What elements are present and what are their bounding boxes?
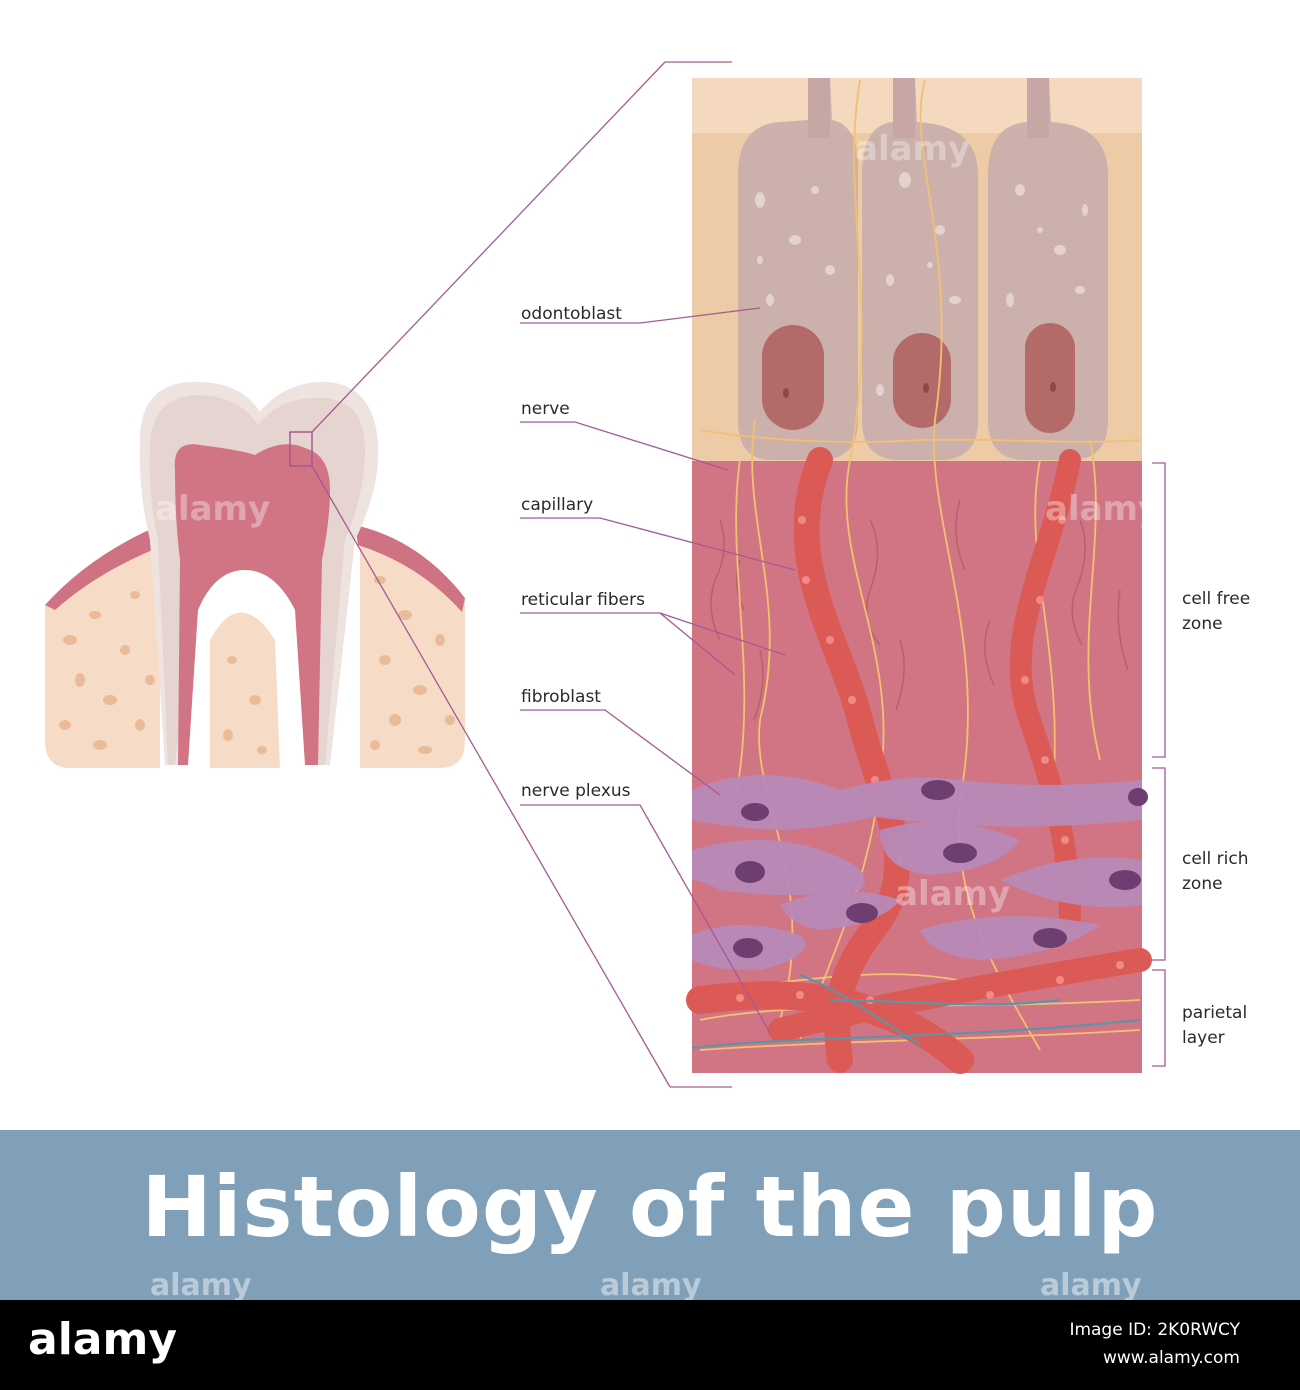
- tooth-pulp: [174, 444, 330, 765]
- reticular-fibers-leader-2: [659, 612, 736, 676]
- gingiva: [355, 525, 465, 612]
- bone-between-roots: [210, 612, 280, 768]
- banner-watermark: alamy: [150, 1268, 252, 1303]
- watermark: alamy: [895, 874, 1010, 914]
- reticular-fibers: [710, 499, 1129, 721]
- zoom-line-bottom: [311, 465, 671, 1088]
- fibroblast-leader: [520, 709, 721, 796]
- gingiva: [45, 525, 165, 610]
- label-fibroblast: fibroblast: [521, 687, 601, 707]
- brand-logo: alamy: [28, 1314, 177, 1365]
- pulp-histology-diagram: odontoblast nerve capillary reticular fi…: [45, 61, 1250, 1088]
- tooth-illustration: [45, 381, 465, 768]
- parietal-layer-bracket: [1152, 969, 1166, 1067]
- banner-watermark: alamy: [600, 1268, 702, 1303]
- label-leaders: [520, 307, 796, 1034]
- watermark: alamy: [1045, 489, 1160, 529]
- capillary-leader: [520, 517, 796, 571]
- image-id: Image ID: 2K0RWCY: [1069, 1320, 1240, 1340]
- label-nerve-plexus: nerve plexus: [521, 781, 631, 801]
- zone-parietal-line2: layer: [1182, 1028, 1225, 1048]
- label-nerve: nerve: [521, 399, 570, 419]
- zone-parietal-line1: parietal: [1182, 1003, 1247, 1023]
- magnified-region-box: [289, 431, 313, 467]
- fibroblast-cells: [692, 775, 1148, 971]
- page-title: Histology of the pulp: [141, 1158, 1159, 1256]
- banner-watermark: alamy: [1040, 1268, 1142, 1303]
- cell-free-zone-bracket: [1152, 462, 1166, 758]
- odontoblast-cells: [738, 78, 1108, 460]
- zone-cell-rich-line1: cell rich: [1182, 849, 1249, 869]
- footer-bar: alamy Image ID: 2K0RWCY www.alamy.com: [0, 1300, 1300, 1390]
- nerve-plexus-fibers: [691, 973, 1141, 1050]
- nerve-leader: [520, 421, 729, 471]
- zone-cell-free-line2: zone: [1182, 614, 1223, 634]
- zone-cell-free-line1: cell free: [1182, 589, 1250, 609]
- odontoblast-leader: [520, 307, 761, 324]
- histology-panel: [686, 78, 1152, 1074]
- zoom-line-top: [311, 61, 666, 433]
- title-banner: alamy alamy alamy: [0, 1130, 1300, 1303]
- label-odontoblast: odontoblast: [521, 304, 622, 324]
- alveolar-bone: [360, 530, 465, 768]
- nerve-plexus-leader: [520, 804, 771, 1034]
- watermark: alamy: [155, 489, 270, 529]
- bone-pores: [59, 576, 455, 754]
- watermark: alamy: [855, 129, 970, 169]
- label-capillary: capillary: [521, 495, 593, 515]
- cell-rich-zone-bracket: [1152, 767, 1166, 961]
- zone-cell-rich-line2: zone: [1182, 874, 1223, 894]
- zone-brackets: [1152, 462, 1166, 1067]
- label-reticular-fibers: reticular fibers: [521, 590, 645, 610]
- site-url: www.alamy.com: [1102, 1348, 1240, 1368]
